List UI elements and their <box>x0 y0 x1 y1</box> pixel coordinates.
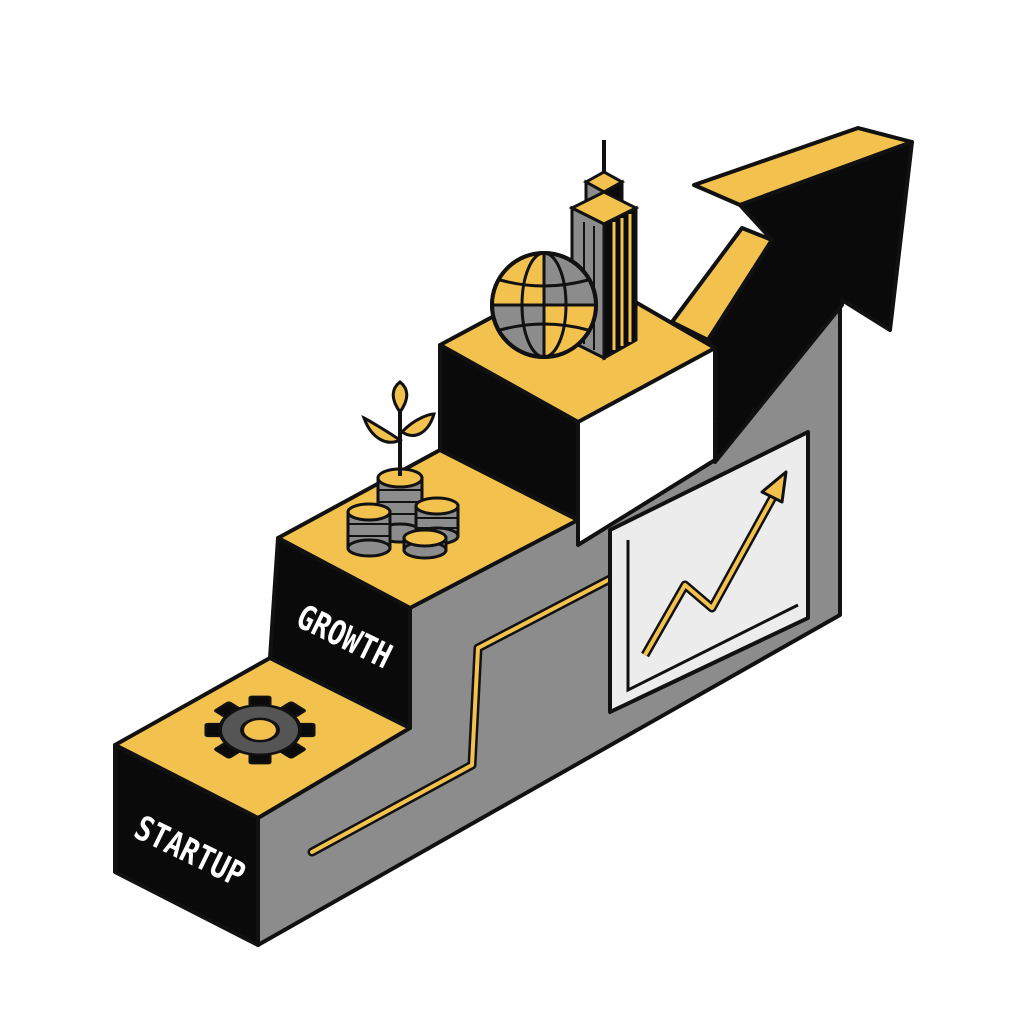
globe-icon <box>490 251 598 359</box>
rising-line-chart-icon <box>608 430 810 714</box>
step-startup-front <box>113 743 260 947</box>
gear-icon <box>204 695 316 765</box>
chart-axes <box>626 540 799 693</box>
upward-arrow-icon <box>670 126 914 464</box>
step-growth-front <box>268 536 412 730</box>
coins-sprout-icon <box>346 380 460 560</box>
chart-arrowhead <box>760 470 788 504</box>
coin-stack-left <box>346 502 392 558</box>
coin-front <box>402 528 448 560</box>
step-startup: STARTUP <box>113 656 412 947</box>
step-expansion-front <box>438 343 580 522</box>
globe-skyscraper-icon <box>490 140 640 361</box>
chart-panel <box>608 430 810 714</box>
sprout-icon <box>361 380 437 476</box>
